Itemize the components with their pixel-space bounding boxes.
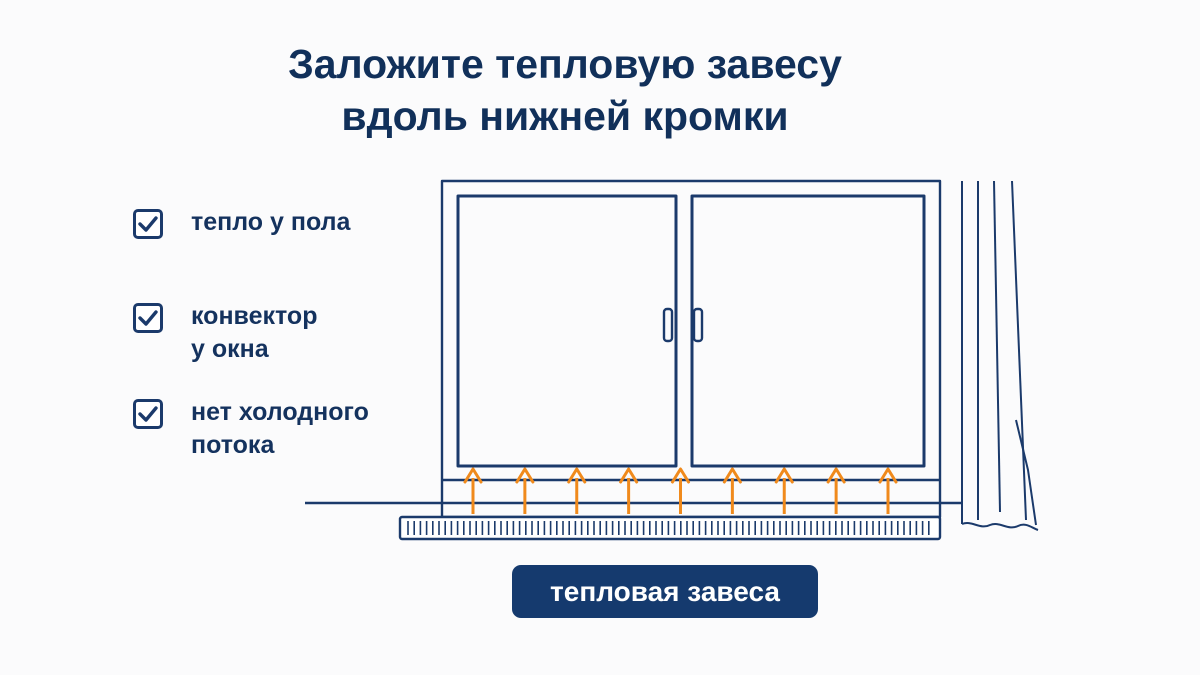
page-title-line-1: Заложите тепловую завесу [288, 41, 842, 87]
convector-grille-icon [398, 515, 942, 541]
checklist-label-line: тепло у пола [191, 208, 351, 236]
heat-arrow-icon [722, 467, 742, 514]
heat-arrow-icon [671, 467, 690, 514]
window-handle-right-icon [692, 307, 704, 343]
window-sash-left [456, 194, 678, 468]
window-sash-right [690, 194, 926, 468]
heat-arrow-icon [826, 467, 846, 514]
heat-arrows [463, 467, 898, 514]
checklist-item-label: конвектор у окна [191, 300, 317, 366]
checkbox-checked-icon [133, 399, 163, 429]
checklist-item-warm-floor: тепло у пола [133, 206, 350, 239]
page-title: Заложите тепловую завесу вдоль нижней кр… [0, 38, 1130, 142]
checklist-label-line: у окна [191, 335, 269, 363]
checklist-item-no-cold-flow: нет холодного потока [133, 396, 369, 462]
heat-curtain-badge: тепловая завеса [512, 565, 818, 618]
page-title-line-2: вдоль нижней кромки [341, 93, 789, 139]
checklist-label-line: нет холодного [191, 398, 369, 426]
heat-arrow-icon [463, 467, 483, 514]
checkbox-checked-icon [133, 303, 163, 333]
heat-arrow-icon [619, 467, 639, 514]
checklist-item-label: нет холодного потока [191, 396, 369, 462]
heat-arrow-icon [515, 467, 535, 514]
checklist-item-label: тепло у пола [191, 206, 350, 239]
checklist-label-line: потока [191, 431, 275, 459]
heat-arrow-icon [774, 467, 794, 514]
heat-arrow-icon [567, 467, 587, 514]
checklist-label-line: конвектор [191, 302, 318, 330]
heat-arrow-icon [878, 467, 898, 514]
window-handle-left-icon [662, 307, 674, 343]
checklist-item-convector: конвектор у окна [133, 300, 317, 366]
curtain-icon [961, 180, 1039, 531]
benefits-checklist: тепло у пола конвектор у окна нет холодн… [0, 0, 420, 480]
checkbox-checked-icon [133, 209, 163, 239]
